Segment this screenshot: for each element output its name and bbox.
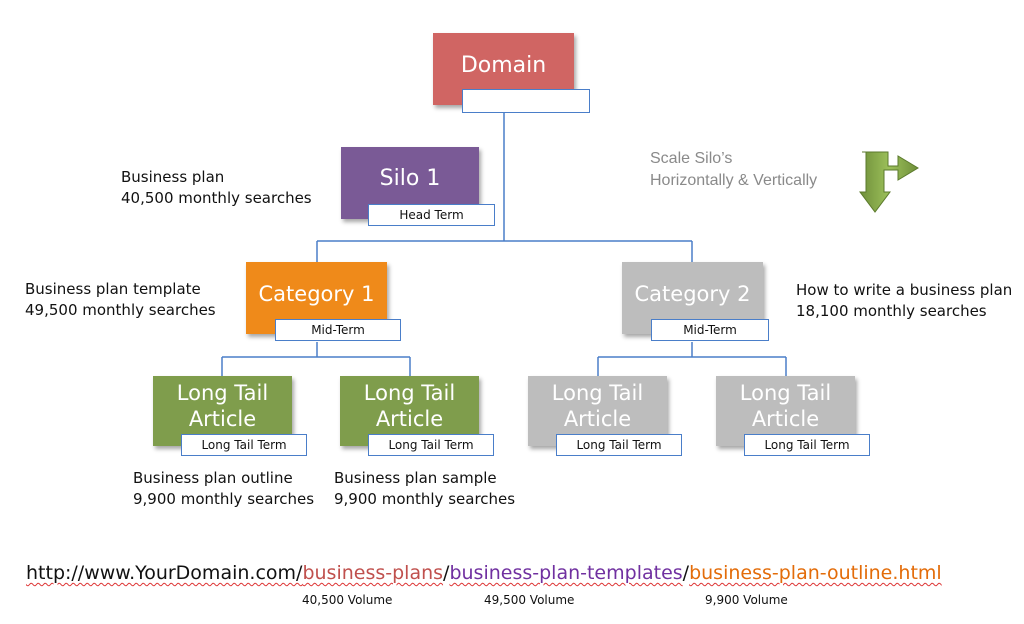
note-line: Business plan sample [334,469,497,487]
url-domain: http://www.YourDomain.com/ [26,562,303,584]
note-line: 40,500 monthly searches [121,189,312,207]
longtail-title: Long Tail Article [176,381,269,431]
note-line: How to write a business plan [796,281,1013,299]
url-slash: / [682,562,690,584]
scale-note-line: Horizontally & Vertically [650,172,818,189]
note-line: Business plan template [25,280,201,298]
longtail-tag: Long Tail Term [368,434,494,456]
longtail-tag: Long Tail Term [181,434,307,456]
note-sample: Business plan sample 9,900 monthly searc… [334,468,515,510]
note-line: 49,500 monthly searches [25,301,216,319]
volume-label: 9,900 Volume [705,593,788,607]
domain-tag [462,89,590,113]
scale-note-line: Scale Silo’s [650,150,733,167]
note-category1: Business plan template 49,500 monthly se… [25,279,216,321]
note-silo1: Business plan 40,500 monthly searches [121,167,312,209]
note-outline: Business plan outline 9,900 monthly sear… [133,468,314,510]
right-angle-arrow-icon [859,151,919,213]
longtail-title: Long Tail Article [363,381,456,431]
url-slash: / [443,562,450,584]
longtail-tag: Long Tail Term [744,434,870,456]
silo1-node: Silo 1 [341,147,479,219]
category1-tag: Mid-Term [275,319,401,341]
category2-tag: Mid-Term [651,319,769,341]
longtail-tag: Long Tail Term [556,434,682,456]
silo1-tag: Head Term [368,204,495,226]
silo1-title: Silo 1 [379,166,441,191]
note-category2: How to write a business plan 18,100 mont… [796,280,1012,322]
volume-label: 49,500 Volume [484,593,575,607]
note-line: Business plan outline [133,469,293,487]
note-line: 9,900 monthly searches [334,490,516,508]
category1-title: Category 1 [258,282,375,306]
url-segment-silo: business-plans [302,562,444,584]
scale-note: Scale Silo’s Horizontally & Vertically [650,148,817,192]
domain-title: Domain [460,53,547,78]
url-segment-category: business-plan-templates [449,562,683,584]
url-breakdown: http://www.YourDomain.com/business-plans… [26,562,942,584]
note-line: Business plan [121,168,225,186]
note-line: 9,900 monthly searches [133,490,315,508]
note-line: 18,100 monthly searches [796,302,987,320]
url-segment-article: business-plan-outline.html [689,562,942,584]
category2-title: Category 2 [634,282,751,306]
longtail-title: Long Tail Article [551,381,644,431]
volume-label: 40,500 Volume [302,593,393,607]
longtail-title: Long Tail Article [739,381,832,431]
